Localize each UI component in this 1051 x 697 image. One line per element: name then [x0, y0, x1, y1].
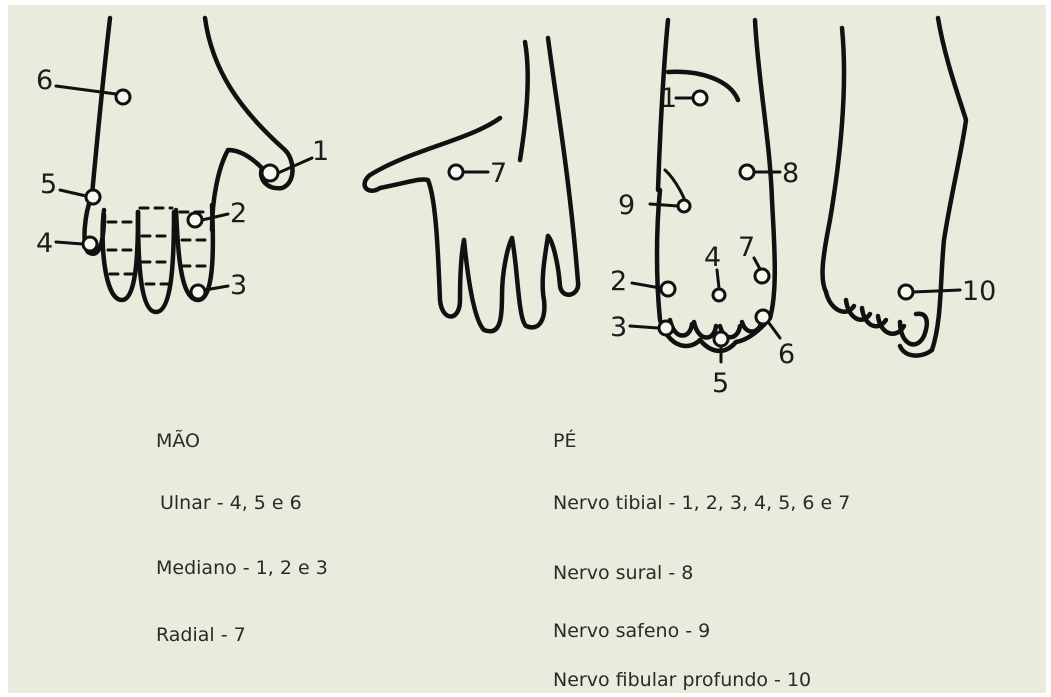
label-4: 4 — [36, 228, 53, 259]
hand-palm-illustration — [85, 18, 293, 312]
point-8-marker — [740, 165, 754, 179]
label-2: 2 — [230, 198, 247, 229]
point-3-foot-marker — [659, 321, 673, 335]
point-4-marker — [83, 237, 97, 251]
point-9-marker — [678, 200, 690, 212]
label-9: 9 — [618, 190, 635, 221]
label-2-foot: 2 — [610, 266, 627, 297]
label-10: 10 — [962, 276, 996, 307]
label-1: 1 — [312, 136, 329, 167]
point-7-hand-marker — [449, 165, 463, 179]
label-7-foot: 7 — [738, 232, 755, 263]
point-1-marker — [262, 165, 278, 181]
point-7-foot-marker — [755, 269, 769, 283]
legend-hand-item: Ulnar - 4, 5 e 6 — [160, 492, 302, 514]
point-3-marker — [191, 285, 205, 299]
label-3: 3 — [230, 270, 247, 301]
label-8: 8 — [782, 158, 799, 189]
foot-side-illustration — [823, 18, 966, 356]
legend-foot-title: PÉ — [553, 430, 576, 452]
label-5: 5 — [40, 169, 57, 200]
label-4-foot: 4 — [704, 242, 721, 273]
label-6: 6 — [36, 65, 53, 96]
label-3-foot: 3 — [610, 312, 627, 343]
legend-foot-item: Nervo fibular profundo - 10 — [553, 669, 811, 691]
point-1-foot-marker — [693, 91, 707, 105]
label-5-foot: 5 — [712, 368, 729, 399]
point-6-foot-marker — [756, 310, 770, 324]
hand-back-illustration — [365, 38, 579, 331]
point-10-marker — [899, 285, 913, 299]
point-2-marker — [188, 213, 202, 227]
point-5-foot-marker — [714, 332, 728, 346]
point-4-foot-marker — [713, 289, 725, 301]
point-6-marker — [116, 90, 130, 104]
legend-foot-item: Nervo tibial - 1, 2, 3, 4, 5, 6 e 7 — [553, 492, 850, 514]
legend-foot-item: Nervo safeno - 9 — [553, 620, 710, 642]
legend-hand-item: Radial - 7 — [156, 624, 246, 646]
point-5-marker — [86, 190, 100, 204]
label-7-hand: 7 — [490, 158, 507, 189]
legend-hand-item: Mediano - 1, 2 e 3 — [156, 557, 328, 579]
label-1-foot: 1 — [660, 83, 677, 114]
legend-hand-title: MÃO — [156, 430, 200, 452]
foot-side-points: 10 — [899, 276, 996, 307]
legend-foot-item: Nervo sural - 8 — [553, 562, 693, 584]
foot-sole-points: 1 8 9 4 7 2 3 6 5 — [610, 83, 799, 399]
label-6-foot: 6 — [778, 339, 795, 370]
hand-back-points: 7 — [449, 158, 507, 189]
anatomy-figure: 6 1 5 2 4 3 7 — [0, 0, 1051, 400]
point-2-foot-marker — [661, 282, 675, 296]
